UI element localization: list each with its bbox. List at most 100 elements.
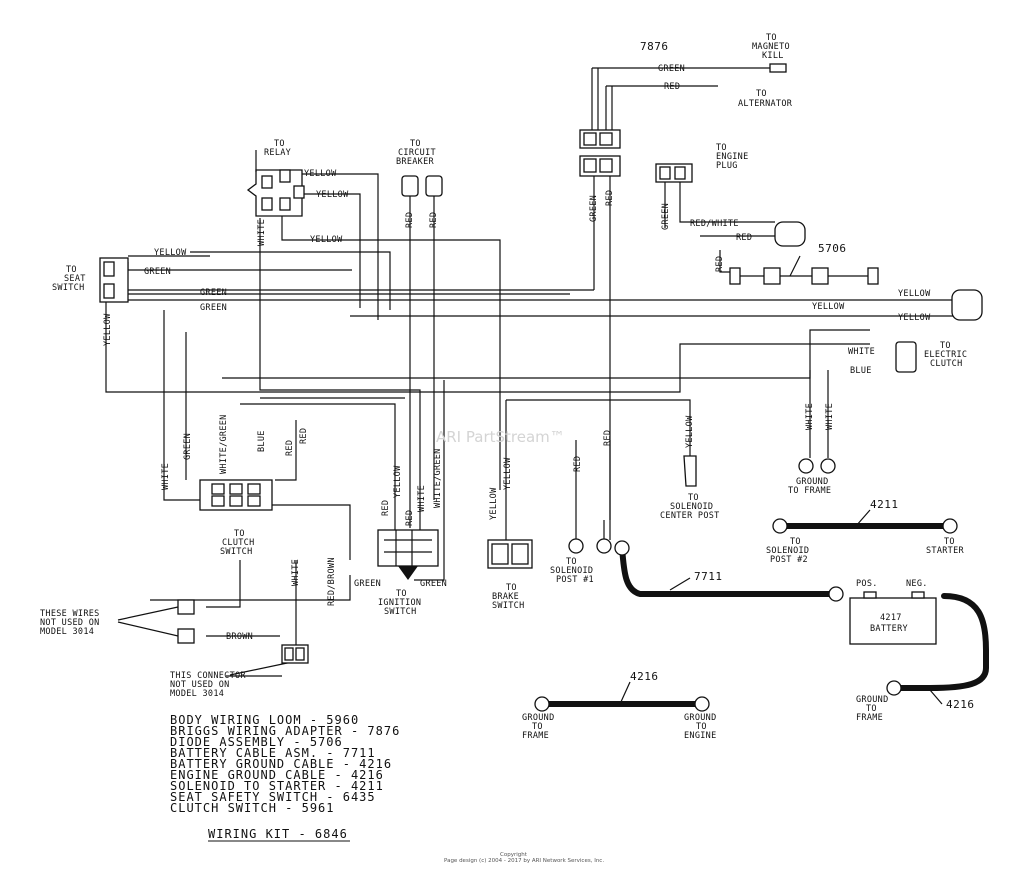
unused-plug [177,628,195,644]
wire-label: WHITE [417,485,427,512]
wire-label: GREEN [144,267,171,277]
wire-label: WHITE [161,463,171,490]
parts-list-item: BODY WIRING LOOM - 5960 [170,713,359,727]
connector-pin [103,283,115,299]
relay-pin [293,185,305,199]
connector-pin [674,166,686,180]
connector-pin [659,166,671,180]
wire-labels-vertical: GREEN RED GREEN RED WHITE RED RED YELLOW… [103,190,835,606]
cable-ring [886,680,902,696]
connector-pin [599,158,613,173]
cable-ring [942,518,958,534]
cable-ring [772,518,788,534]
connector-pin [583,132,597,146]
wire-label: BLUE [850,366,872,376]
connector-pin [599,132,613,146]
parts-list-item: DIODE ASSEMBLY - 5706 [170,735,343,749]
wire-label: WHITE [848,347,875,357]
footer-copyright: Copyright [500,852,528,858]
connector-pin [491,543,509,565]
wire-label: YELLOW [503,457,513,490]
wire-label: GREEN [200,303,227,313]
cables [534,518,989,712]
wire-label: BROWN [226,632,253,642]
wire-label: RED [573,456,583,472]
relay-pin [261,175,273,189]
connector-pin [229,495,243,507]
wire-label: RED/WHITE [690,219,739,229]
wire-label: RED [605,190,615,206]
wire-label: WHITE [257,219,267,246]
parts-list: BODY WIRING LOOM - 5960 BRIGGS WIRING AD… [170,713,400,815]
parts-list-item: BATTERY GROUND CABLE - 4216 [170,757,392,771]
harness-wires [105,67,955,676]
connector-pin [229,483,243,495]
wire-label: BLUE [257,430,267,452]
solenoid-ring [568,538,584,554]
yellow-terminal [951,289,983,321]
wire-label: GREEN [589,195,599,222]
wire-label: RED [664,82,680,92]
diode-terminal [867,267,879,285]
battery-name: BATTERY [870,624,908,634]
solenoid-ring [596,538,612,554]
callout-7711: 7711 [694,570,723,583]
electric-clutch-connector [895,341,917,373]
parts-list-item: BRIGGS WIRING ADAPTER - 7876 [170,724,400,738]
ground-ring [820,458,836,474]
wire-label: WHITE [805,403,815,430]
wiring-kit-label: WIRING KIT - 6846 [208,827,348,841]
red-white-terminal [774,221,806,247]
diode-terminal [729,267,741,285]
wire-label: RED [715,256,725,272]
callout-4216-engine: 4216 [630,670,659,683]
wire-label: YELLOW [685,415,695,448]
wire-label: WHITE [825,403,835,430]
ignition-switch-connector [377,529,439,567]
battery-pos-label: POS. [856,579,878,589]
solenoid-center-post-terminal [683,455,697,487]
wire-label: RED [603,430,613,446]
relay-pin [279,169,291,183]
ground-ring [798,458,814,474]
wire-label: YELLOW [489,487,499,520]
connector-pin [511,543,529,565]
wire-label: RED [736,233,752,243]
connector-pin [211,483,225,495]
wire-label: WHITE/GREEN [219,414,229,474]
connector-pin [583,158,597,173]
callout-4216-battery: 4216 [946,698,975,711]
wire-label: RED [429,212,439,228]
wire-label: YELLOW [316,190,349,200]
battery-part-number: 4217 [880,613,902,623]
watermark: ARI PartStream™ [436,428,565,446]
cable-ring [614,540,630,556]
wire-label: RED [405,510,415,526]
footer-page-design: Page design (c) 2004 - 2017 by ARI Netwo… [444,858,604,864]
diode-body [811,267,829,285]
wire-label: GREEN [658,64,685,74]
cable-ring [534,696,550,712]
connectors [99,63,983,664]
callout-7876: 7876 [640,40,669,53]
cable-ring [828,586,844,602]
connector-pin [284,647,294,661]
wire-label: WHITE [291,559,301,586]
relay-pin [261,197,273,211]
wire-label: YELLOW [812,302,845,312]
wire-label: YELLOW [154,248,187,258]
parts-list-item: ENGINE GROUND CABLE - 4216 [170,768,384,782]
